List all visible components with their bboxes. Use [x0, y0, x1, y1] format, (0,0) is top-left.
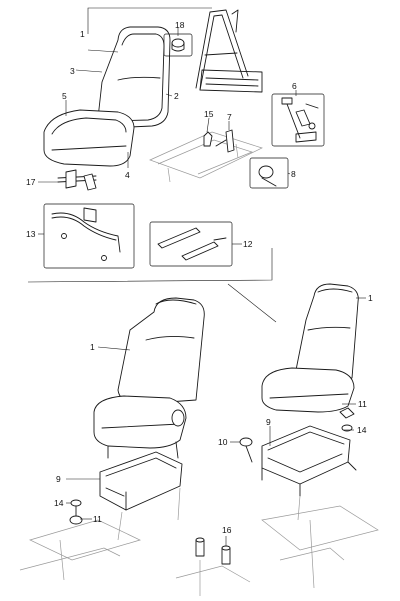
linkage-box: [43, 203, 135, 269]
callout-9-left: 9: [56, 474, 61, 484]
spacer-pair: [175, 537, 251, 596]
mounting-bolt: [239, 437, 253, 463]
assembled-seat-left: [19, 297, 205, 581]
fastener-set: [271, 93, 325, 147]
assembled-seat-right: [261, 283, 359, 413]
callout-16: 16: [222, 525, 232, 535]
detail-leader: [227, 283, 277, 323]
backrest-frame: [195, 9, 263, 93]
lever-set-box: [149, 221, 233, 267]
callout-11-right: 11: [358, 399, 367, 409]
callout-9-right: 9: [266, 417, 271, 427]
callout-4: 4: [125, 170, 130, 180]
callout-8: 8: [291, 169, 296, 179]
callout-18: 18: [175, 20, 185, 30]
washer-stack-left: [69, 499, 83, 525]
callout-labels: 1 3 18 2 5 15 7 6 4 8 17 13 12 1 1 11 14…: [26, 20, 373, 535]
callout-5: 5: [62, 91, 67, 101]
callout-1-right-seat: 1: [368, 293, 373, 303]
callout-14-right: 14: [357, 425, 367, 435]
callout-6: 6: [292, 81, 297, 91]
callout-15: 15: [204, 109, 214, 119]
callout-12: 12: [243, 239, 253, 249]
callout-14-left: 14: [54, 498, 64, 508]
callout-2: 2: [174, 91, 179, 101]
seat-cushion: [43, 109, 135, 167]
bracket-parts: [203, 129, 235, 153]
separator-line: [27, 248, 273, 283]
callout-17: 17: [26, 177, 36, 187]
washer-stack-right: [339, 407, 355, 432]
guide-rail: [57, 169, 97, 191]
leader-lines: [38, 7, 366, 546]
callout-7: 7: [227, 112, 232, 122]
callout-11-left: 11: [93, 514, 102, 524]
callout-3: 3: [70, 66, 75, 76]
callout-10: 10: [218, 437, 228, 447]
seat-base-rails: [149, 131, 263, 183]
callout-1-top: 1: [80, 29, 85, 39]
callout-13: 13: [26, 229, 36, 239]
adjustment-knob: [249, 157, 289, 189]
base-frame-right: [261, 425, 379, 589]
callout-1-left-seat: 1: [90, 342, 95, 352]
